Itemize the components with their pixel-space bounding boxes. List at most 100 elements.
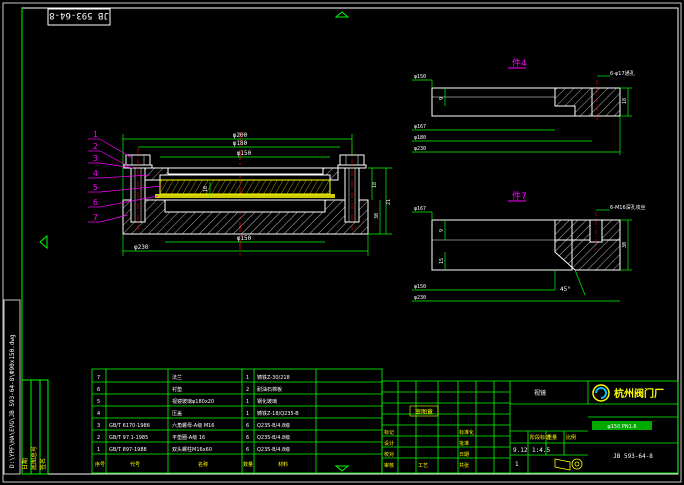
bom-row-1-material: Q235-B/4.8级 [257, 446, 290, 453]
bom-row-2-material: Q235-B/4.8级 [257, 434, 290, 441]
detail7-dim-d150: φ150 [414, 284, 426, 290]
title-block-text: 杭州阀门厂 视镜 φ150 PN1.6 JB 593-64-8 阶段标记 重量 … [384, 384, 664, 471]
bom-row-7-name: 法兰 [172, 374, 182, 381]
bom-header-material: 材料 [278, 461, 288, 468]
bom-row-4-no: 4 [97, 411, 100, 417]
bom-row-2-name: 平垫圈-A级 16 [172, 434, 205, 441]
tb-label-approve: 批准 [459, 440, 469, 447]
tb-label-design: 设计 [384, 440, 394, 447]
balloon-2: 2 [93, 142, 98, 151]
bom-row-3-material: Q235-B/4.8级 [257, 422, 290, 429]
strip-label-2: 签名 [39, 458, 47, 470]
balloon-6: 6 [93, 198, 98, 207]
file-path-text: D:\YPF\HA\EVG\JB 593-64-8\Ф90x150.dwg [9, 334, 16, 468]
detail4-dim-d150: φ150 [414, 74, 426, 80]
bom-row-7-material: 铸铁Z-30/218 [257, 374, 290, 381]
detail4-title: 件4 [512, 57, 527, 69]
detail4-dim-d230: φ230 [414, 146, 426, 152]
bom-row-6-name: 衬垫 [172, 386, 182, 393]
company-name: 杭州阀门厂 [614, 387, 664, 400]
drawing-name: 视镜 [534, 389, 546, 397]
balloon-3: 3 [93, 154, 98, 163]
bill-of-materials [91, 368, 383, 474]
dim-main-d200: φ200 [233, 132, 248, 139]
bom-row-5-qty: 1 [246, 399, 249, 405]
bom-row-6-no: 6 [97, 387, 100, 393]
left-vertical-strip: D:\YPF\HA\EVG\JB 593-64-8\Ф90x150.dwg 底图… [3, 299, 49, 475]
rotated-drawing-number: JB 593-64-8 [49, 10, 109, 20]
bom-row-1-code: GB/T 897-1988 [109, 447, 147, 453]
tb-label-date: 日期 [459, 452, 469, 458]
detail4-dim-9: 9 [439, 97, 445, 100]
title-block [381, 380, 679, 474]
strip-label-1: 底图总号 [30, 446, 38, 470]
bom-row-5-material: 钢化玻璃 [257, 398, 277, 405]
bom-row-6-qty: 2 [246, 387, 249, 393]
bom-row-4-qty: 1 [246, 411, 249, 417]
stage-label: 阶段标记 [530, 434, 550, 441]
detail7-angle: 45° [560, 286, 571, 293]
strip-label-3: 日期 [21, 458, 29, 470]
detail4-dim-d167: φ167 [414, 124, 426, 130]
size-tag: φ150 PN1.6 [607, 424, 636, 430]
dim-main-d150-top: φ150 [237, 150, 252, 157]
dim-main-d230: φ230 [134, 244, 149, 251]
detail7-dim-d167: φ167 [414, 206, 426, 212]
bom-header-no: 序号 [95, 461, 105, 468]
weight-value: 9.12 [513, 447, 528, 454]
sheet-value: 1 [515, 461, 519, 468]
dim-main-18: 18 [372, 182, 378, 188]
bom-row-7-no: 7 [97, 375, 100, 381]
bom-header-qty: 数量 [243, 461, 253, 468]
detail7-dim-30: 30 [622, 242, 628, 248]
bom-row-7-qty: 1 [246, 375, 249, 381]
bom-row-2-code: GB/T 97.1-1985 [109, 435, 148, 441]
projection-symbol-icon [554, 458, 583, 471]
bom-row-1-no: 1 [97, 447, 100, 453]
bom-row-4-name: 压盖 [172, 410, 182, 417]
tb-label-check: 校对 [384, 451, 394, 458]
detail4-note: 6-φ17通孔 [610, 70, 635, 77]
balloon-5: 5 [93, 183, 98, 192]
bom-header-code: 代号 [130, 461, 140, 468]
bom-row-3-name: 六角螺母-A级 M16 [172, 422, 215, 429]
bom-row-2-no: 2 [97, 435, 100, 441]
tb-label-process: 工艺 [418, 463, 428, 469]
detail4-dim-d180: φ180 [414, 135, 426, 141]
drawing-number: JB 593-64-8 [613, 453, 653, 460]
tb-label-review: 审核 [384, 462, 394, 469]
detail7-title: 件7 [512, 190, 527, 202]
balloon-4: 4 [93, 169, 98, 178]
detail7-dim-9: 9 [439, 229, 445, 232]
scale-value: 1:4.5 [532, 447, 550, 454]
dim-main-d180: φ180 [233, 140, 248, 147]
detail7-note: 6-M16深孔攻丝 [610, 204, 646, 211]
company-logo-icon [592, 384, 610, 402]
detail-part-7: 件7 φ167 φ150 φ230 9 15 30 45° 6-M16深孔攻丝 [412, 190, 646, 302]
bom-row-3-qty: 6 [246, 423, 249, 429]
tb-label-mark: 标记 [384, 429, 394, 436]
dim-main-d150-bottom: φ150 [237, 235, 252, 242]
weight-label: 重量 [547, 434, 557, 441]
bom-row-3-code: GB/T 6170-1986 [109, 423, 150, 429]
bom-row-1-qty: 6 [246, 447, 249, 453]
bom-header-name: 名称 [198, 461, 208, 468]
review-stamp: 审图章 [415, 408, 433, 416]
bom-row-6-material: 耐油石棉板 [257, 386, 282, 393]
detail7-dim-15: 15 [439, 258, 445, 264]
detail4-dim-18: 18 [622, 98, 628, 104]
tb-label-standard: 标准化 [459, 429, 474, 436]
bom-row-4-material: 铸铁Z-18/Q235-B [257, 410, 299, 417]
balloon-7: 7 [93, 213, 98, 222]
bom-row-5-name: 视镜玻璃φ180x20 [172, 398, 214, 405]
dim-main-21: 21 [386, 199, 392, 205]
rotated-drawing-number-box: JB 593-64-8 [47, 8, 111, 26]
bom-row-5-no: 5 [97, 399, 100, 405]
balloon-1: 1 [93, 130, 98, 139]
detail-part-4: 件4 φ150 φ167 φ180 φ230 9 18 6-φ17通孔 [412, 57, 635, 155]
dim-main-30: 30 [374, 213, 380, 219]
dim-main-10: 10 [203, 186, 209, 192]
bom-rows: 7 法兰 1 铸铁Z-30/218 6 衬垫 2 耐油石棉板 5 视镜玻璃φ18… [95, 374, 299, 468]
